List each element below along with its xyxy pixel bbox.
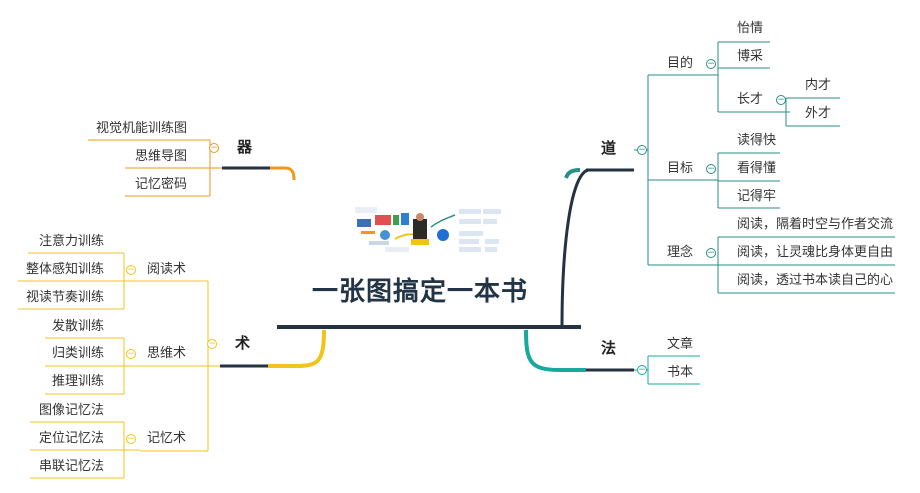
connector-shu-main: [268, 329, 326, 368]
collapse-toggle-jiyi-icon[interactable]: −: [126, 434, 136, 444]
node-mudi[interactable]: 目的: [667, 56, 694, 71]
connector-jiyi: [30, 421, 140, 479]
node-siweidaotu[interactable]: 思维导图: [135, 149, 188, 164]
collapse-toggle-qi-icon[interactable]: −: [209, 143, 219, 153]
node-jiyishu[interactable]: 记忆术: [147, 431, 187, 446]
collapse-toggle-siwei-icon[interactable]: −: [126, 349, 136, 359]
collapse-toggle-mubiao-icon[interactable]: −: [706, 164, 716, 174]
node-chuanlian[interactable]: 串联记忆法: [39, 459, 105, 474]
connector-qi-main: [270, 166, 296, 181]
connector-yuedu: [18, 252, 140, 310]
node-yuedushu[interactable]: 阅读术: [147, 262, 187, 277]
node-linian-2[interactable]: 阅读，让灵魂比身体更自由: [737, 245, 894, 260]
node-shuben[interactable]: 书本: [667, 365, 694, 380]
collapse-toggle-shu-icon[interactable]: −: [207, 339, 217, 349]
node-tuxiang[interactable]: 图像记忆法: [39, 403, 105, 418]
node-tuili[interactable]: 推理训练: [52, 374, 105, 389]
node-dingwei[interactable]: 定位记忆法: [39, 431, 105, 446]
node-dudekuai[interactable]: 读得快: [737, 133, 777, 148]
connector-siwei: [45, 337, 140, 395]
connector-mubiao: [700, 152, 780, 209]
branch-qi-label[interactable]: 器: [237, 138, 253, 156]
node-shidu[interactable]: 视读节奏训练: [26, 290, 105, 305]
node-shijue[interactable]: 视觉机能训练图: [96, 121, 188, 136]
node-linian[interactable]: 理念: [667, 245, 694, 260]
connector-fa-children: [634, 355, 700, 385]
node-kandedong[interactable]: 看得懂: [737, 161, 777, 176]
connector-shu-children: [140, 280, 220, 452]
node-linian-1[interactable]: 阅读，隔着时空与作者交流: [737, 217, 894, 232]
collapse-toggle-fa-icon[interactable]: −: [637, 365, 647, 375]
node-neicai[interactable]: 内才: [805, 78, 832, 93]
node-fasan[interactable]: 发散训练: [52, 319, 105, 334]
branch-fa-label[interactable]: 法: [601, 339, 617, 357]
node-zhengti[interactable]: 整体感知训练: [26, 262, 105, 277]
collapse-toggle-zhangcai-icon[interactable]: −: [776, 95, 786, 105]
node-jiyimima[interactable]: 记忆密码: [135, 177, 188, 192]
collapse-toggle-yuedu-icon[interactable]: −: [126, 265, 136, 275]
node-linian-3[interactable]: 阅读，透过书本读自己的心: [737, 273, 894, 288]
connector-linian: [700, 236, 895, 294]
node-mubiao[interactable]: 目标: [667, 161, 694, 176]
node-jidelao[interactable]: 记得牢: [737, 189, 777, 204]
node-yiqing[interactable]: 怡情: [737, 21, 764, 36]
collapse-toggle-dao-icon[interactable]: −: [637, 145, 647, 155]
connector-dao-main: [560, 168, 589, 328]
connector-dao-accent: [564, 168, 581, 179]
collapse-toggle-linian-icon[interactable]: −: [706, 248, 716, 258]
node-siweishu[interactable]: 思维术: [147, 346, 187, 361]
connector-mudi: [700, 41, 790, 113]
node-bocai[interactable]: 博采: [737, 49, 764, 64]
mindmap-thumbnail-image: [355, 207, 501, 252]
node-zhangcai[interactable]: 长才: [737, 92, 764, 107]
connector-fa-main: [524, 329, 586, 372]
connector-qi-children: [88, 139, 222, 197]
node-zhuyili[interactable]: 注意力训练: [39, 234, 105, 249]
branch-dao-label[interactable]: 道: [601, 139, 617, 157]
node-waicai[interactable]: 外才: [805, 106, 832, 121]
central-title: 一张图搞定一本书: [312, 277, 529, 307]
node-guilei[interactable]: 归类训练: [52, 346, 105, 361]
connector-dao-children: [634, 74, 700, 266]
node-wenzhang[interactable]: 文章: [667, 337, 694, 352]
branch-shu-label[interactable]: 术: [235, 334, 251, 352]
collapse-toggle-mudi-icon[interactable]: −: [706, 59, 716, 69]
connector-zhangcai: [778, 97, 840, 127]
